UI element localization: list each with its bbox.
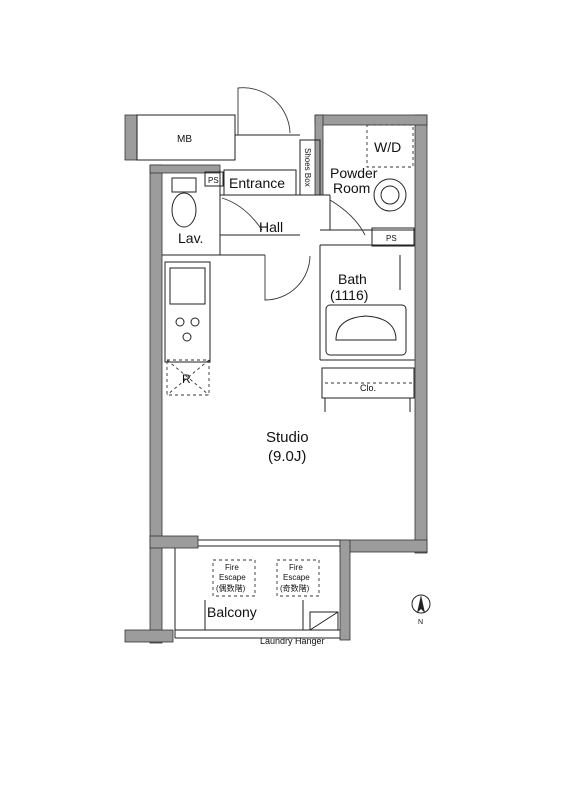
interior-lines — [136, 114, 415, 639]
compass-north-label: N — [418, 619, 423, 626]
fire-escape-1-line3: (偶数階) — [216, 583, 246, 593]
label-bath-size: (1116) — [330, 287, 368, 303]
label-shoes-box: Shoes Box — [303, 148, 312, 187]
doors — [221, 87, 366, 301]
wall-top-right — [314, 114, 428, 126]
label-mb: MB — [177, 134, 192, 145]
fire-escape-2-line3: (奇数階) — [280, 583, 310, 593]
wall-left — [149, 164, 163, 644]
label-studio: Studio — [266, 429, 309, 446]
label-laundry-hanger: Laundry Hanger — [260, 636, 325, 646]
wall-mb — [124, 114, 138, 161]
wall-right — [414, 114, 428, 554]
label-ps-top: PS — [208, 176, 219, 185]
wall-left-lower — [124, 629, 174, 643]
label-powder-2: Room — [333, 180, 370, 196]
fire-escape-1-line2: Escape — [219, 573, 246, 582]
wall-top-left — [149, 164, 221, 174]
label-lav: Lav. — [178, 230, 203, 246]
labels: MB PS Entrance Shoes Box Powder Room W/D… — [177, 134, 401, 646]
label-powder-1: Powder — [330, 165, 378, 181]
label-closet: Clo. — [360, 383, 376, 393]
powder-door — [329, 199, 366, 236]
walls — [124, 114, 428, 644]
label-entrance: Entrance — [229, 175, 285, 191]
lav-door — [221, 197, 263, 231]
wall-balcony-right — [339, 539, 351, 641]
label-hall: Hall — [259, 219, 283, 235]
fire-escape-1-line1: Fire — [225, 563, 239, 572]
label-bath: Bath — [338, 271, 367, 287]
hall-door — [264, 255, 311, 301]
fire-escape-2-line1: Fire — [289, 563, 303, 572]
wall-right-lower — [339, 539, 428, 553]
label-refrigerator: R — [182, 372, 191, 386]
entrance-door — [237, 87, 291, 135]
label-ps-right: PS — [386, 234, 397, 243]
label-balcony: Balcony — [207, 604, 257, 620]
wall-studio-bottom-left — [149, 535, 199, 549]
label-studio-size: (9.0J) — [268, 448, 306, 465]
label-wd: W/D — [374, 139, 401, 155]
compass-icon: N — [411, 594, 431, 626]
wall-top-right-drop — [314, 114, 324, 196]
fire-escape-2-line2: Escape — [283, 573, 310, 582]
